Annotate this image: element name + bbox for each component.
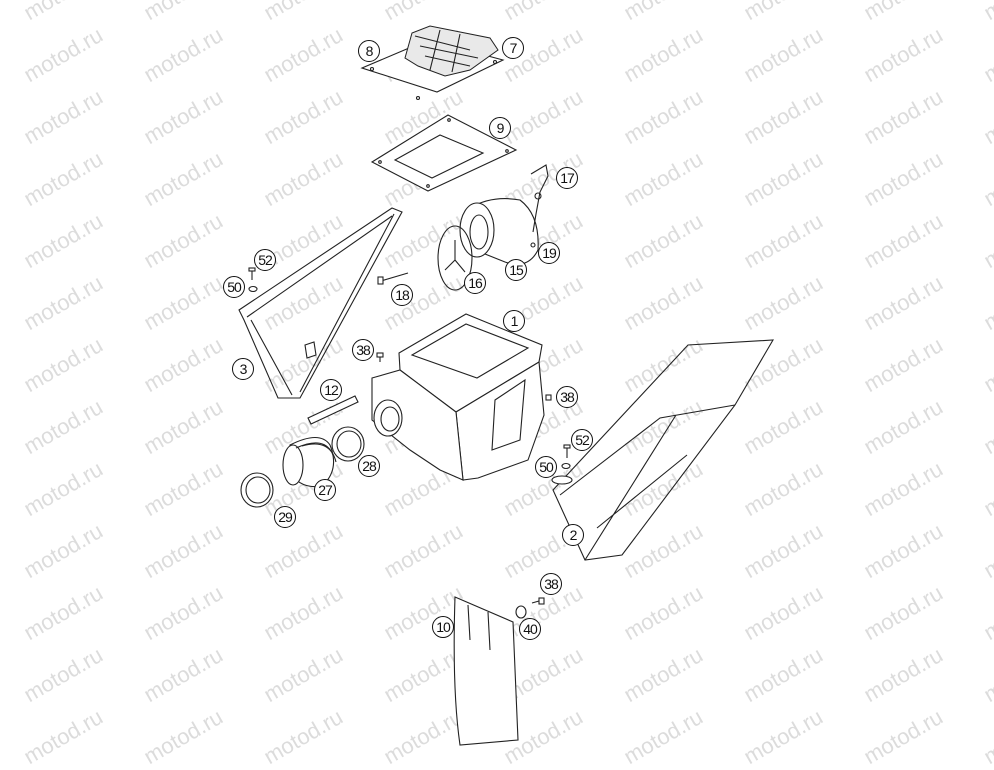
part-3-left-cover (238, 207, 403, 399)
part-callout-3: 3 (232, 358, 254, 380)
part-callout-10: 10 (432, 616, 454, 638)
part-7-airbox-lid (360, 25, 505, 101)
part-10-mud-flap (453, 596, 519, 746)
part-callout-27: 27 (314, 479, 336, 501)
part-callout-9: 9 (489, 117, 511, 139)
part-callout-7: 7 (502, 37, 524, 59)
part-callout-19: 19 (538, 242, 560, 264)
part-12-hose (307, 395, 359, 425)
part-callout-15: 15 (505, 259, 527, 281)
part-callout-12: 12 (320, 379, 342, 401)
part-27-intake-boot (282, 436, 337, 488)
part-52-50-right (561, 444, 571, 470)
part-callout-1: 1 (503, 310, 525, 332)
part-9-gasket (370, 114, 518, 192)
part-2-right-cover (551, 339, 774, 561)
part-38-screws (376, 352, 552, 605)
parts-drawing (238, 25, 774, 746)
part-callout-16: 16 (464, 272, 486, 294)
part-28-clamp (331, 426, 365, 462)
part-callout-2: 2 (562, 524, 584, 546)
part-callout-50: 50 (535, 456, 557, 478)
part-1-airbox-housing (371, 313, 545, 481)
part-callout-38: 38 (556, 386, 578, 408)
part-callout-52: 52 (254, 249, 276, 271)
part-40-washer (515, 605, 527, 619)
part-16-filter-cage (437, 225, 473, 291)
part-callout-8: 8 (358, 40, 380, 62)
part-18-bolt (377, 272, 409, 285)
part-52-50-left (248, 267, 258, 293)
part-17-retaining-wire (530, 164, 549, 233)
part-callout-28: 28 (358, 455, 380, 477)
part-callout-38: 38 (352, 339, 374, 361)
part-callout-38: 38 (540, 573, 562, 595)
part-callout-17: 17 (556, 167, 578, 189)
part-callout-52: 52 (571, 429, 593, 451)
part-callout-29: 29 (274, 506, 296, 528)
part-29-clamp (240, 472, 274, 508)
part-callout-18: 18 (391, 284, 413, 306)
part-callout-50: 50 (223, 276, 245, 298)
part-19-nut (530, 242, 536, 248)
part-callout-40: 40 (519, 618, 541, 640)
